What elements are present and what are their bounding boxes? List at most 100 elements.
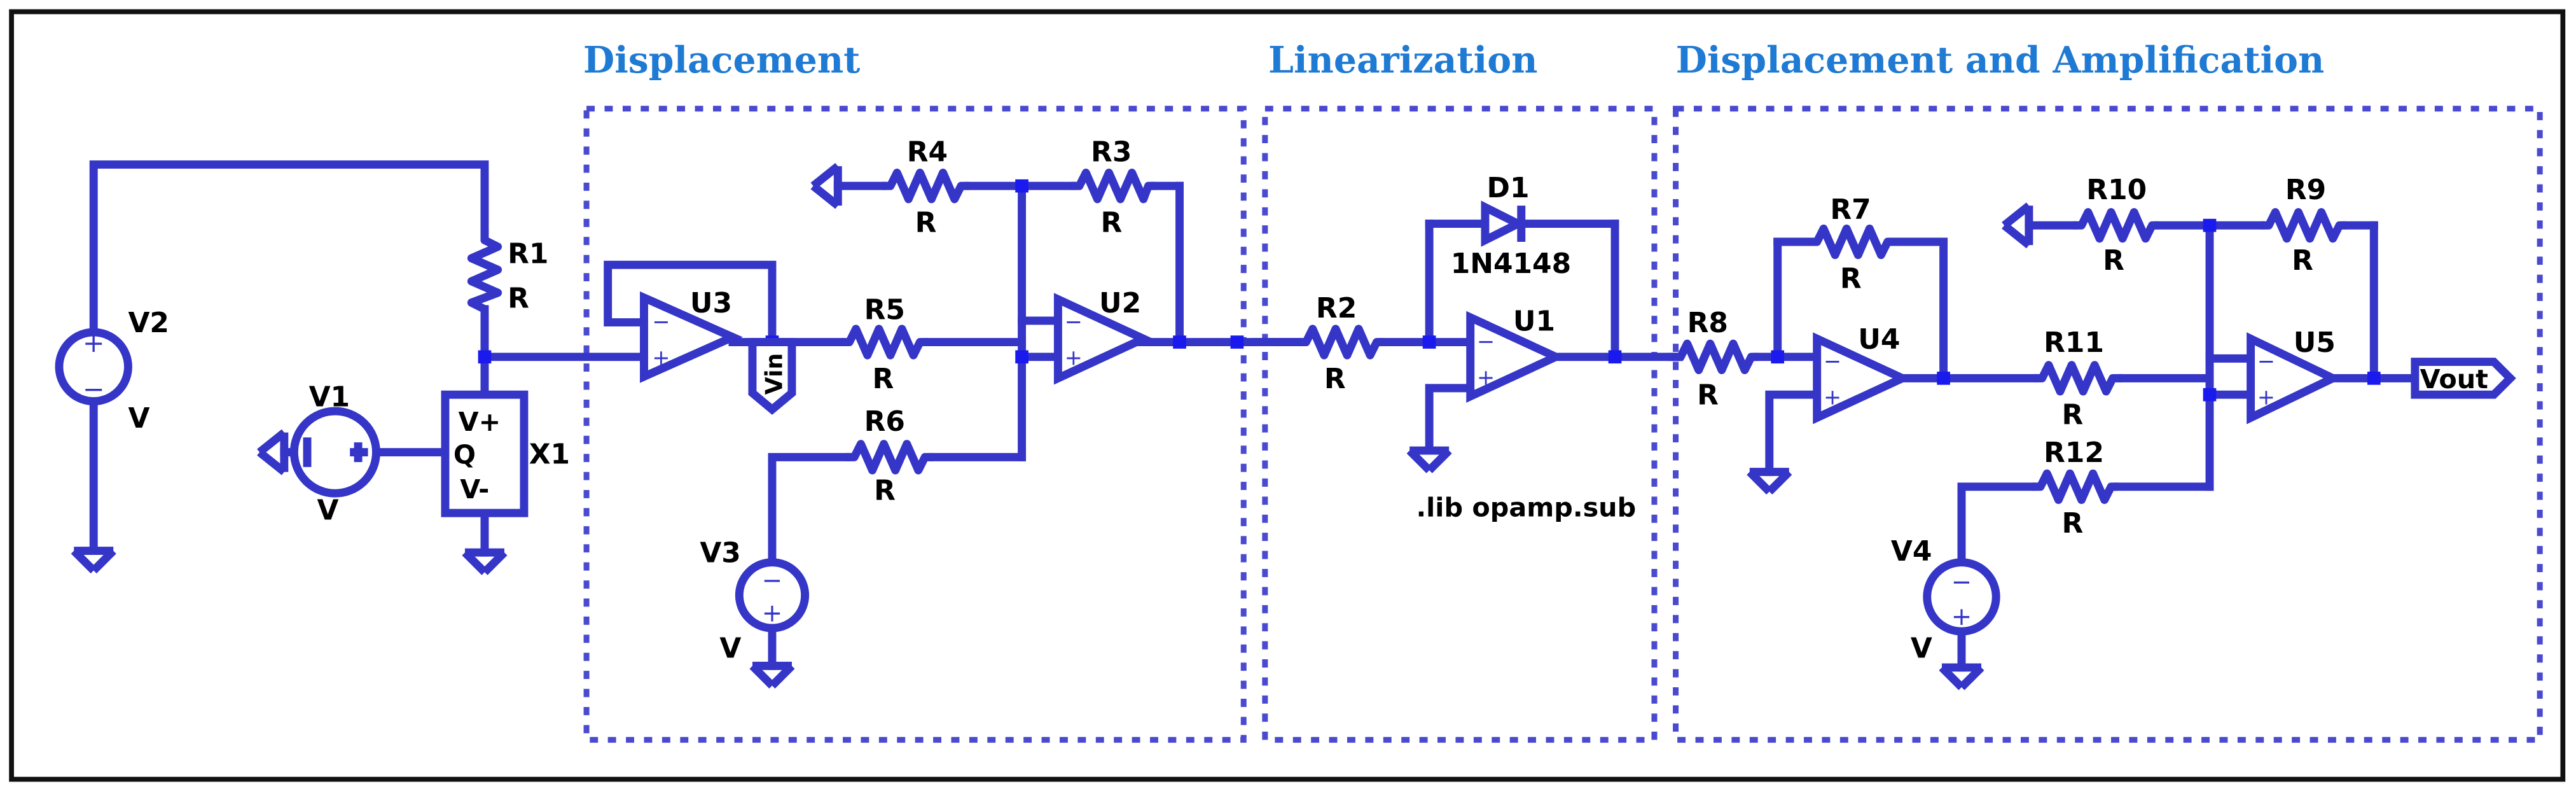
minus-sign: − [1065, 309, 1083, 334]
minus-sign: − [83, 374, 105, 404]
section-box-linearization [1262, 106, 1658, 743]
sensor-x1[interactable] [441, 390, 529, 517]
resistor-r7[interactable] [1808, 224, 1895, 260]
plus-sign: + [2257, 385, 2275, 410]
junction-dot [1608, 350, 1622, 364]
voltage-source-v4[interactable]: − + [1923, 558, 2000, 636]
resistor-r9[interactable] [2261, 208, 2346, 243]
plus-sign: + [1065, 346, 1083, 370]
wires-displacement [604, 181, 1302, 670]
resistor-r11[interactable] [2033, 361, 2123, 396]
vin-label: Vin [760, 353, 787, 395]
r7-name: R7 [1830, 193, 1871, 226]
r9-value: R [2292, 244, 2313, 277]
d1-name: D1 [1487, 172, 1530, 204]
u2-name: U2 [1099, 287, 1141, 319]
plus-sign: + [1951, 603, 1972, 631]
outer-frame [9, 9, 2566, 782]
vout-label: Vout [2420, 364, 2488, 395]
v4-name: V4 [1891, 535, 1932, 568]
junction-dot [1937, 372, 1950, 385]
junction-dot [1422, 335, 1436, 349]
minus-sign: − [652, 309, 670, 334]
ground-icon [74, 551, 113, 571]
junction-dot [2203, 218, 2217, 232]
plus-sign: + [83, 328, 105, 358]
r10-name: R10 [2086, 174, 2147, 206]
r5-name: R5 [864, 293, 905, 326]
plus-sign: + [1477, 365, 1495, 390]
junction-dot [1173, 335, 1186, 349]
ground-icon [1750, 472, 1789, 492]
diode-d1[interactable] [1481, 200, 1528, 247]
voltage-source-v1[interactable] [289, 407, 380, 498]
v1-value: V [317, 494, 339, 527]
r10-value: R [2103, 244, 2124, 277]
section-title-linearization: Linearization [1268, 39, 1537, 81]
r12-value: R [2062, 507, 2084, 540]
opamp-u5[interactable]: − + [2247, 332, 2343, 424]
ground-icon [1409, 451, 1449, 470]
opamp-u2[interactable]: − + [1053, 293, 1154, 385]
resistor-r12[interactable] [2032, 469, 2118, 504]
resistor-r5[interactable] [841, 325, 929, 360]
minus-sign: − [1951, 568, 1972, 597]
section-title-displacement-amplification: Displacement and Amplification [1676, 39, 2325, 81]
ground-icon [1942, 668, 1981, 687]
r1-value: R [508, 282, 529, 314]
section-title-displacement: Displacement [583, 39, 861, 81]
x1-pin-vminus: V- [460, 474, 489, 505]
resistor-r6[interactable] [846, 440, 934, 475]
v1-name: V1 [309, 381, 350, 413]
resistor-r3[interactable] [1071, 169, 1155, 204]
junction-dot [2203, 388, 2217, 402]
x1-name: X1 [529, 438, 570, 471]
r3-name: R3 [1091, 136, 1132, 168]
x1-pin-q: Q [454, 440, 476, 470]
voltage-source-v2[interactable]: + − [55, 328, 132, 405]
x1-pin-vplus: V+ [459, 407, 501, 437]
minus-sign: − [1824, 349, 1841, 374]
r11-name: R11 [2044, 326, 2104, 359]
resistor-r8[interactable] [1672, 339, 1758, 374]
r1-name: R1 [508, 238, 548, 270]
r2-name: R2 [1316, 292, 1357, 325]
ground-icon [752, 666, 792, 685]
opamp-u1[interactable]: − + [1466, 311, 1566, 403]
r11-value: R [2062, 399, 2084, 431]
r12-name: R12 [2044, 437, 2104, 469]
ground-icon [257, 429, 289, 475]
minus-sign: − [762, 566, 782, 595]
v3-value: V [719, 632, 741, 664]
opamp-u4[interactable]: − + [1813, 332, 1913, 424]
resistor-r10[interactable] [2073, 208, 2159, 243]
u3-name: U3 [690, 287, 732, 319]
r4-value: R [915, 207, 937, 239]
resistor-r4[interactable] [882, 169, 969, 204]
plus-sign: + [1824, 385, 1841, 410]
resistor-r2[interactable] [1298, 325, 1383, 360]
wires-input [89, 160, 648, 557]
opamp-u3[interactable]: − + [640, 291, 743, 383]
resistor-r1[interactable] [467, 230, 502, 313]
ground-icon [810, 163, 842, 209]
voltage-source-v3[interactable]: − + [735, 558, 810, 633]
junction-dot [2367, 372, 2381, 385]
plus-sign: + [652, 346, 670, 370]
v2-value: V [128, 402, 149, 435]
ground-icon [2002, 202, 2033, 249]
r2-value: R [1324, 363, 1346, 395]
net-label-vin [748, 338, 796, 415]
plus-sign: + [762, 599, 782, 628]
minus-sign: − [1477, 329, 1495, 354]
ground-icon [465, 552, 504, 572]
u4-name: U4 [1858, 323, 1900, 356]
r6-value: R [874, 475, 896, 507]
r8-value: R [1697, 379, 1719, 412]
wires-amplification [1668, 221, 2420, 672]
v2-name: V2 [128, 307, 169, 339]
junction-dot [478, 350, 492, 364]
r5-value: R [873, 363, 894, 395]
junction-dot [1015, 179, 1028, 193]
